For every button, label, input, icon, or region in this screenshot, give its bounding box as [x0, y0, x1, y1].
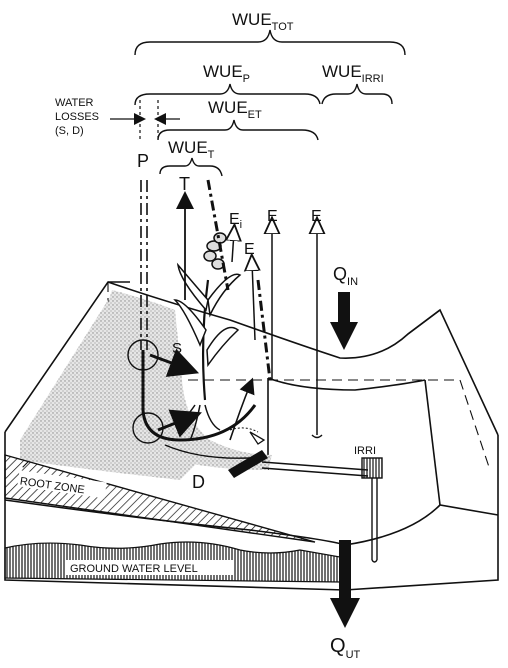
label-wue-tot: WUETOT	[232, 10, 294, 33]
label-d: D	[192, 472, 205, 492]
brace-wue-et	[157, 119, 319, 141]
brace-wue-p	[134, 83, 321, 106]
irrigation-system	[261, 457, 383, 563]
interception-evap-arrow	[232, 232, 234, 263]
label-irri: IRRI	[354, 445, 376, 457]
label-t: T	[179, 174, 190, 194]
ground-water-label-bg	[66, 560, 234, 575]
root-zone-band	[4, 454, 316, 543]
label-wue-t: WUET	[168, 138, 215, 161]
drainage-flow	[164, 444, 251, 459]
q-in-arrow	[330, 292, 358, 350]
q-ut-arrow	[330, 540, 360, 628]
label-ei: Ei	[229, 211, 242, 231]
water-losses-pointer	[110, 100, 180, 140]
label-e-1: E	[244, 241, 255, 258]
drain-outlet	[228, 427, 268, 478]
label-wue-irri: WUEIRRI	[322, 62, 384, 85]
label-ground-water-level: GROUND WATER LEVEL	[70, 563, 198, 575]
label-p: P	[137, 151, 149, 171]
t-dashdot-line	[206, 179, 230, 291]
e3-base	[311, 434, 323, 439]
label-e-2: E	[267, 208, 278, 225]
brace-wue-t	[159, 157, 223, 177]
s-arrow	[149, 348, 200, 377]
label-wue-et: WUEET	[208, 98, 262, 121]
brace-wue-irri	[321, 83, 393, 105]
e-dashdot-line	[256, 279, 272, 381]
root-uptake-arrow	[157, 409, 202, 438]
label-s: S	[172, 340, 182, 357]
label-water-losses-1: WATER	[55, 97, 94, 109]
label-wue-p: WUEP	[203, 62, 250, 85]
label-water-losses-3: (S, D)	[55, 125, 84, 137]
label-water-losses-2: LOSSES	[55, 111, 99, 123]
evaporation-arrow-1	[252, 262, 255, 341]
root-zone-label-bg	[17, 470, 107, 499]
soil-stipple	[98, 290, 272, 470]
label-q-ut: QUT	[330, 635, 361, 661]
return-flow-arrow	[229, 377, 255, 441]
precipitation-path	[140, 180, 148, 350]
soil-stipple-left	[20, 300, 200, 480]
label-e-3: E	[311, 208, 322, 225]
seepage-arrow	[141, 350, 257, 442]
brace-wue-tot	[134, 29, 406, 56]
label-q-in: QIN	[333, 264, 358, 288]
